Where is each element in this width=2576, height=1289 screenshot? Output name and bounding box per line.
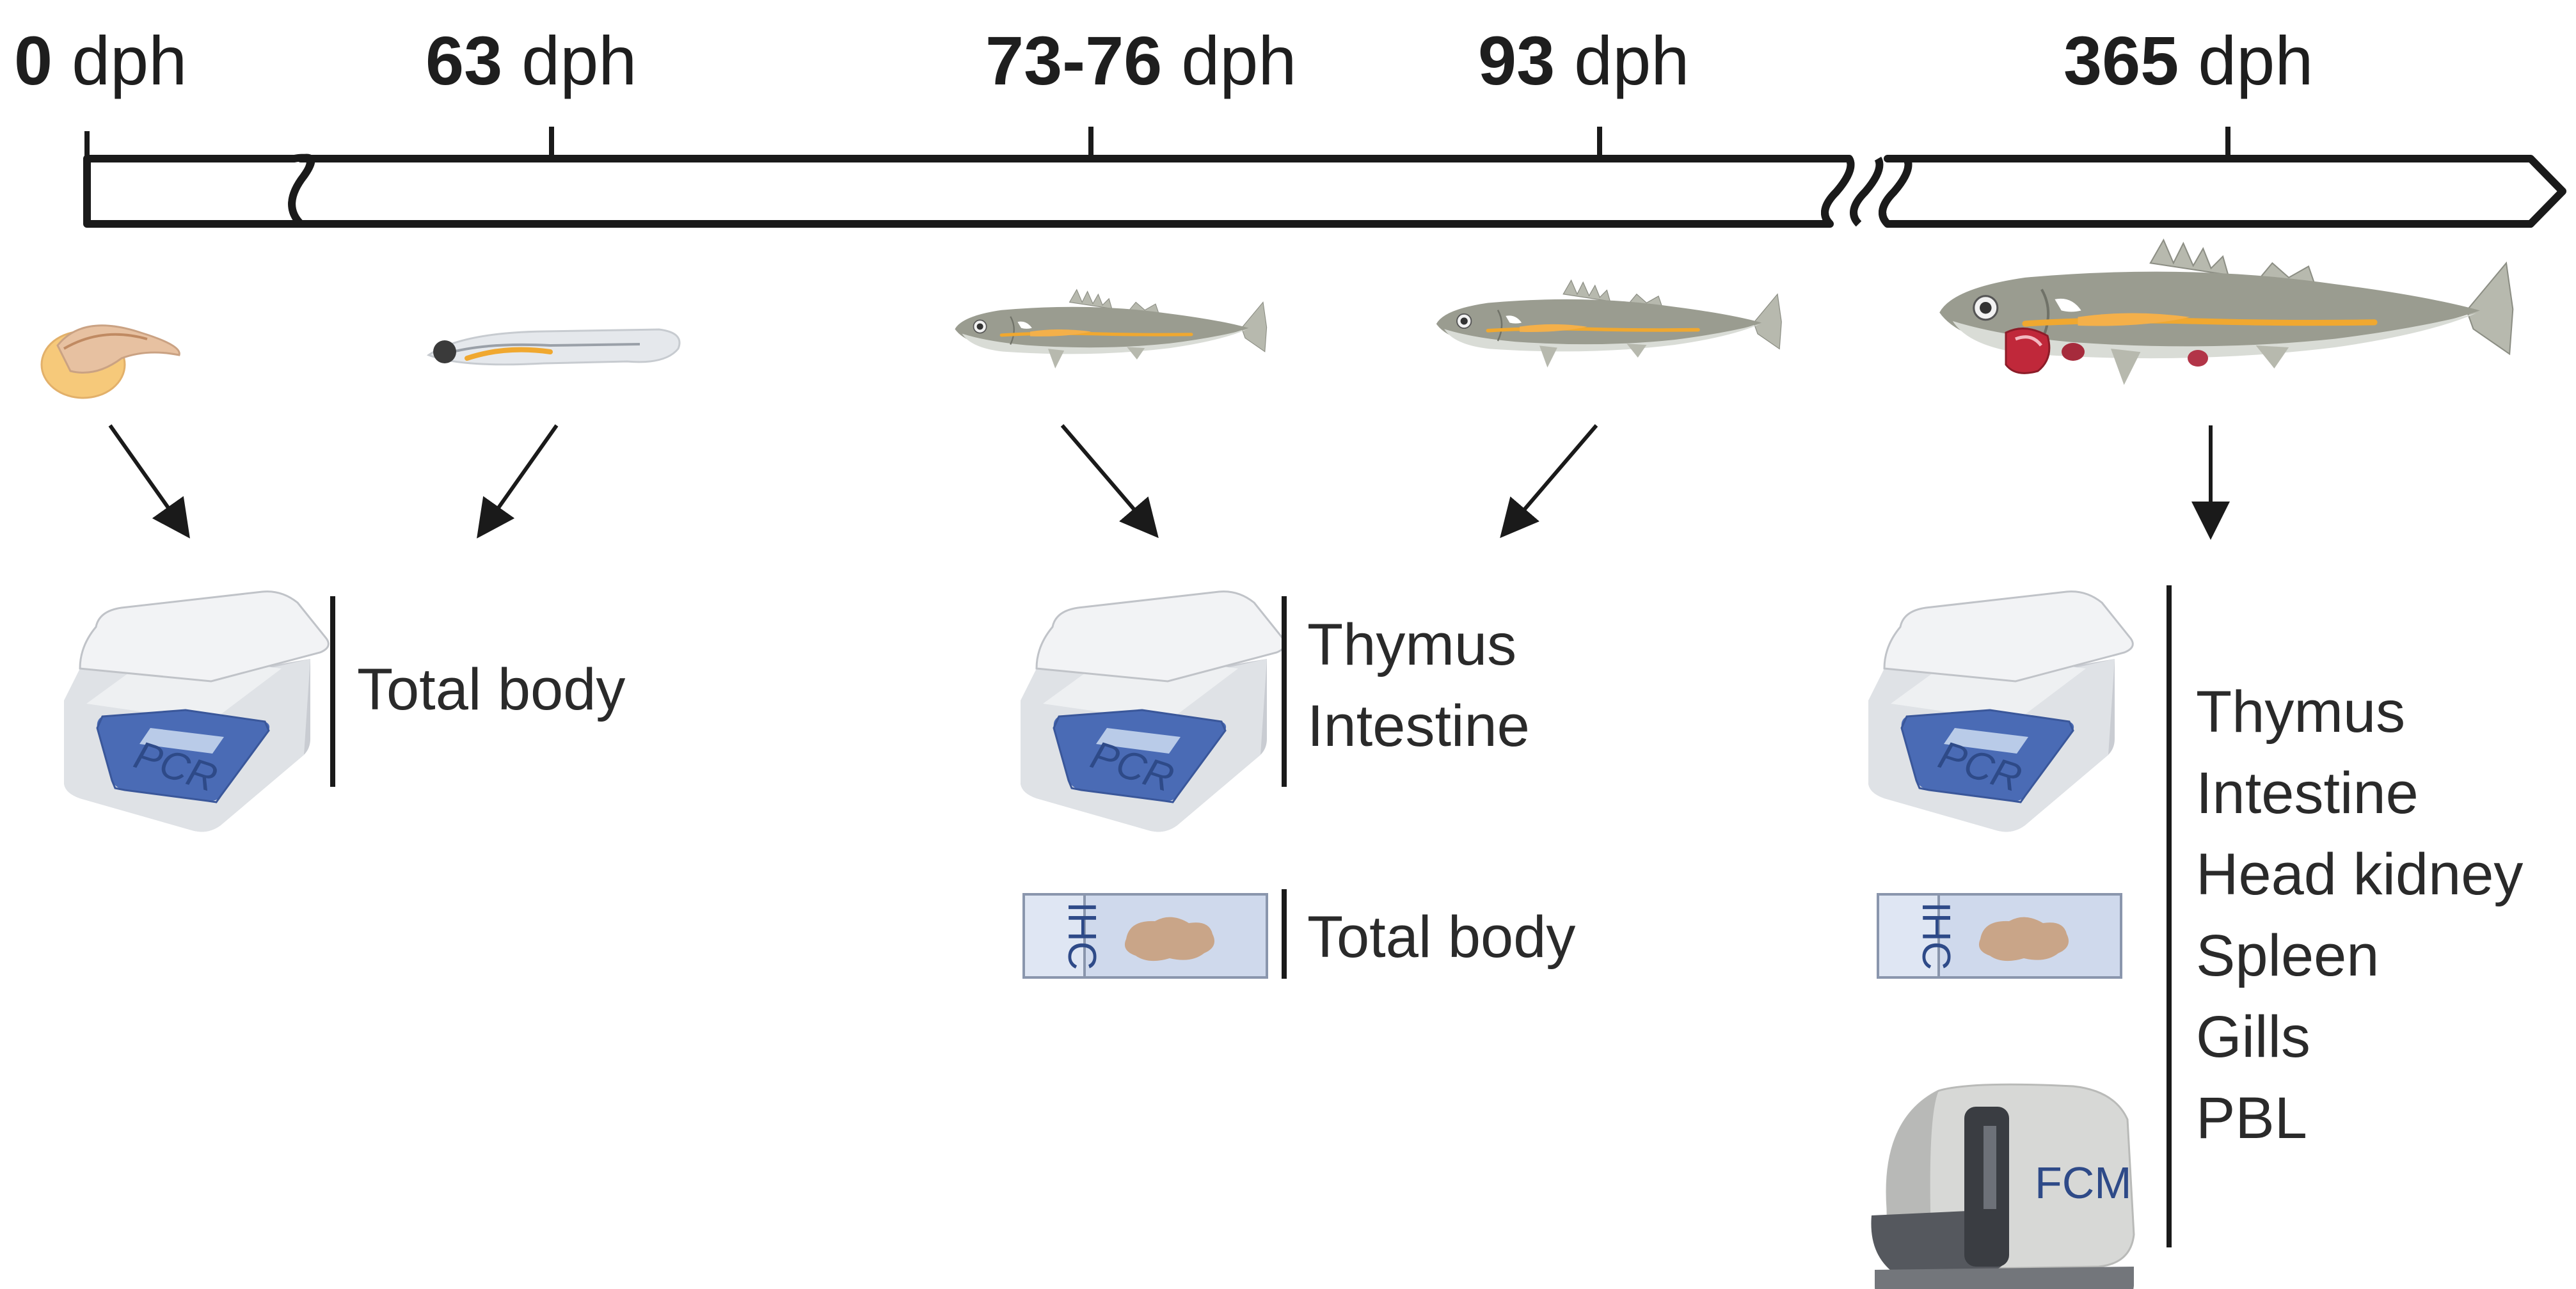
mid-pcr-tissue-thymus: Thymus <box>1307 612 1517 677</box>
timeline-value: 93 <box>1478 22 1555 99</box>
arrow-embryo-pcr <box>108 424 190 539</box>
fcm-device: FCM <box>1871 1083 2135 1289</box>
timeline-bar-start <box>83 154 314 228</box>
stage-juvenile-73 <box>955 290 1266 368</box>
stage-juvenile-93 <box>1436 280 1781 367</box>
timeline <box>83 127 2566 228</box>
timeline-unit: dph <box>52 22 187 99</box>
adult-tissue-head-kidney: Head kidney <box>2196 842 2524 907</box>
timeline-label-63: 63 dph <box>425 13 637 109</box>
ihc-label: IHC <box>1914 902 1958 970</box>
timeline-label-365: 365 dph <box>2063 13 2313 109</box>
arrow-73-pcr <box>1060 424 1159 539</box>
arrow-larva-pcr <box>477 424 559 539</box>
stage-embryo <box>40 324 180 399</box>
ihc-slide-adult: IHC <box>1877 893 2122 979</box>
timeline-label-0: 0 dph <box>14 13 187 109</box>
pcr-device-mid: PCR <box>1019 590 1286 833</box>
timeline-value: 365 <box>2063 22 2179 99</box>
timeline-unit: dph <box>2179 22 2314 99</box>
timeline-break-1 <box>1821 156 1855 227</box>
pcr-device-adult: PCR <box>1867 590 2134 833</box>
mid-ihc-tissue-total-body: Total body <box>1307 905 1576 970</box>
pcr-device-early: PCR <box>63 590 330 833</box>
timeline-value: 63 <box>425 22 503 99</box>
timeline-bar-middle <box>288 154 1855 228</box>
separators <box>330 585 2172 1247</box>
ihc-label: IHC <box>1060 902 1104 970</box>
timeline-break-2 <box>1850 156 1884 227</box>
timeline-label-73-76: 73-76 dph <box>985 13 1296 109</box>
adult-tissue-thymus: Thymus <box>2196 679 2406 745</box>
fcm-label: FCM <box>2035 1158 2132 1208</box>
timeline-value: 73-76 <box>985 22 1163 99</box>
adult-tissue-intestine: Intestine <box>2196 761 2419 826</box>
adult-tissue-pbl: PBL <box>2196 1086 2307 1151</box>
stage-larva <box>426 328 681 366</box>
timeline-unit: dph <box>1162 22 1297 99</box>
timeline-unit: dph <box>1555 22 1690 99</box>
arrow-93-pcr <box>1500 424 1598 539</box>
mid-pcr-tissue-intestine: Intestine <box>1307 693 1530 759</box>
timeline-value: 0 <box>14 22 53 99</box>
timeline-bar-end <box>1879 155 2566 228</box>
adult-tissue-spleen: Spleen <box>2196 923 2380 988</box>
ihc-slide-mid: IHC <box>1022 893 1268 979</box>
early-pcr-tissue: Total body <box>357 657 626 722</box>
adult-tissue-gills: Gills <box>2196 1004 2310 1070</box>
stage-adult-365 <box>1939 240 2513 385</box>
arrows <box>108 424 2230 540</box>
timeline-label-93: 93 dph <box>1478 13 1689 109</box>
timeline-break-3 <box>1879 156 1912 227</box>
timeline-unit: dph <box>502 22 637 99</box>
